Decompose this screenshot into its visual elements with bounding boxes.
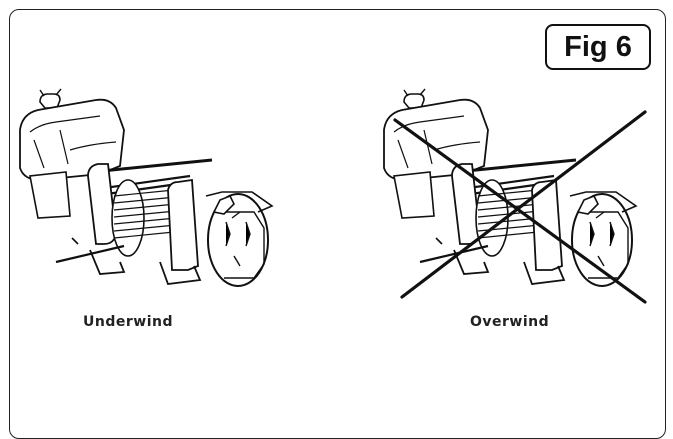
winch-overwind-icon bbox=[382, 87, 638, 288]
cross-out-icon bbox=[393, 110, 647, 304]
caption-underwind: Underwind bbox=[83, 314, 173, 330]
caption-overwind: Overwind bbox=[470, 314, 550, 330]
winch-illustrations bbox=[18, 87, 647, 304]
winch-underwind-icon bbox=[18, 87, 274, 288]
figure-label: Fig 6 bbox=[545, 24, 651, 70]
